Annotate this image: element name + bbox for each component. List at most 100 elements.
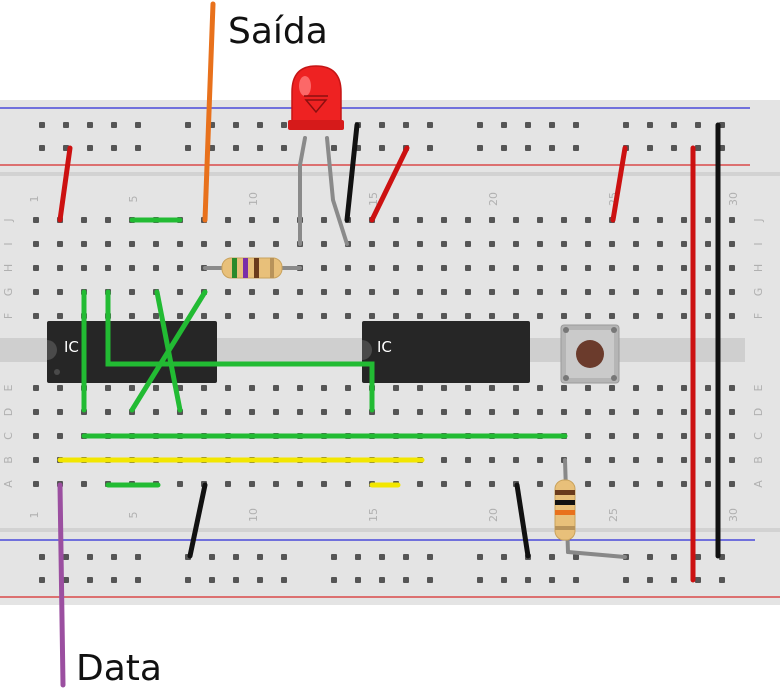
breadboard-hole — [225, 481, 231, 487]
col-num-top-1: 1 — [28, 196, 41, 203]
breadboard-hole — [513, 457, 519, 463]
breadboard-hole — [729, 457, 735, 463]
row-letter-left-c: C — [2, 432, 15, 440]
breadboard-hole — [281, 145, 287, 151]
breadboard-hole — [729, 217, 735, 223]
breadboard-hole — [477, 145, 483, 151]
breadboard-hole — [681, 265, 687, 271]
row-letter-left-f: F — [2, 313, 15, 319]
breadboard-hole — [573, 577, 579, 583]
wire-red-2[interactable] — [369, 145, 410, 223]
col-num-top-10: 10 — [247, 192, 260, 206]
breadboard-hole — [681, 433, 687, 439]
breadboard-hole — [513, 241, 519, 247]
breadboard-hole — [185, 145, 191, 151]
breadboard-hole — [39, 554, 45, 560]
breadboard-hole — [513, 289, 519, 295]
wire-black-1[interactable] — [344, 122, 360, 223]
breadboard-hole — [647, 122, 653, 128]
breadboard-hole — [609, 433, 615, 439]
breadboard-hole — [573, 122, 579, 128]
breadboard-hole — [681, 217, 687, 223]
wire-purple-data[interactable] — [57, 482, 66, 688]
breadboard-hole — [33, 313, 39, 319]
breadboard-hole — [525, 577, 531, 583]
push-button[interactable] — [560, 324, 620, 384]
wire-green-3[interactable] — [105, 289, 375, 413]
wire-black-4[interactable] — [514, 482, 531, 559]
ic-right[interactable]: IC — [362, 321, 530, 383]
data-label: Data — [76, 648, 162, 689]
breadboard-hole — [537, 217, 543, 223]
wire-red-1[interactable] — [57, 145, 73, 223]
breadboard-hole — [513, 217, 519, 223]
breadboard-hole — [549, 122, 555, 128]
breadboard-hole — [249, 409, 255, 415]
breadboard-hole — [135, 145, 141, 151]
breadboard-hole — [57, 313, 63, 319]
breadboard-hole — [297, 409, 303, 415]
breadboard-hole — [513, 385, 519, 391]
breadboard-hole — [105, 265, 111, 271]
breadboard-hole — [477, 122, 483, 128]
breadboard-hole — [81, 217, 87, 223]
breadboard-hole — [489, 481, 495, 487]
breadboard-hole — [465, 385, 471, 391]
row-letter-right-b: B — [752, 456, 765, 464]
breadboard-hole — [633, 289, 639, 295]
breadboard-hole — [177, 265, 183, 271]
breadboard-hole — [585, 385, 591, 391]
breadboard-hole — [57, 289, 63, 295]
breadboard-hole — [281, 554, 287, 560]
breadboard-hole — [465, 289, 471, 295]
breadboard-hole — [729, 481, 735, 487]
wire-orange-output[interactable] — [202, 1, 216, 223]
breadboard-hole — [63, 577, 69, 583]
breadboard-hole — [33, 481, 39, 487]
breadboard-hole — [705, 385, 711, 391]
breadboard-hole — [623, 577, 629, 583]
breadboard-hole — [39, 145, 45, 151]
breadboard-hole — [705, 433, 711, 439]
breadboard-hole — [537, 241, 543, 247]
led[interactable] — [288, 65, 349, 246]
breadboard-hole — [729, 241, 735, 247]
breadboard-hole — [561, 241, 567, 247]
breadboard-hole — [87, 122, 93, 128]
breadboard-hole — [129, 313, 135, 319]
wire-black-3[interactable] — [187, 482, 208, 559]
resistor-horizontal[interactable] — [203, 257, 302, 279]
breadboard-hole — [57, 265, 63, 271]
breadboard-hole — [417, 313, 423, 319]
breadboard-hole — [39, 577, 45, 583]
breadboard-hole — [427, 577, 433, 583]
breadboard-hole — [633, 409, 639, 415]
breadboard-hole — [561, 289, 567, 295]
breadboard-hole — [225, 385, 231, 391]
breadboard-hole — [561, 385, 567, 391]
breadboard-hole — [87, 145, 93, 151]
resistor-vertical[interactable] — [554, 479, 576, 541]
breadboard-hole — [225, 289, 231, 295]
breadboard-hole — [489, 409, 495, 415]
wire-green-5[interactable] — [129, 289, 208, 413]
breadboard-hole — [153, 409, 159, 415]
wire-red-3[interactable] — [610, 145, 628, 223]
row-letter-left-d: D — [2, 408, 15, 416]
breadboard-hole — [185, 577, 191, 583]
breadboard-hole — [233, 554, 239, 560]
ic-left[interactable]: IC — [47, 321, 217, 383]
breadboard-hole — [321, 217, 327, 223]
breadboard-hole — [233, 145, 239, 151]
breadboard-hole — [537, 457, 543, 463]
col-num-top-20: 20 — [487, 192, 500, 206]
breadboard-hole — [273, 241, 279, 247]
breadboard-hole — [379, 554, 385, 560]
breadboard-hole — [489, 265, 495, 271]
breadboard-hole — [201, 313, 207, 319]
breadboard-hole — [87, 554, 93, 560]
breadboard-hole — [331, 577, 337, 583]
row-letter-left-h: H — [2, 264, 15, 272]
breadboard-hole — [331, 145, 337, 151]
breadboard-hole — [321, 241, 327, 247]
